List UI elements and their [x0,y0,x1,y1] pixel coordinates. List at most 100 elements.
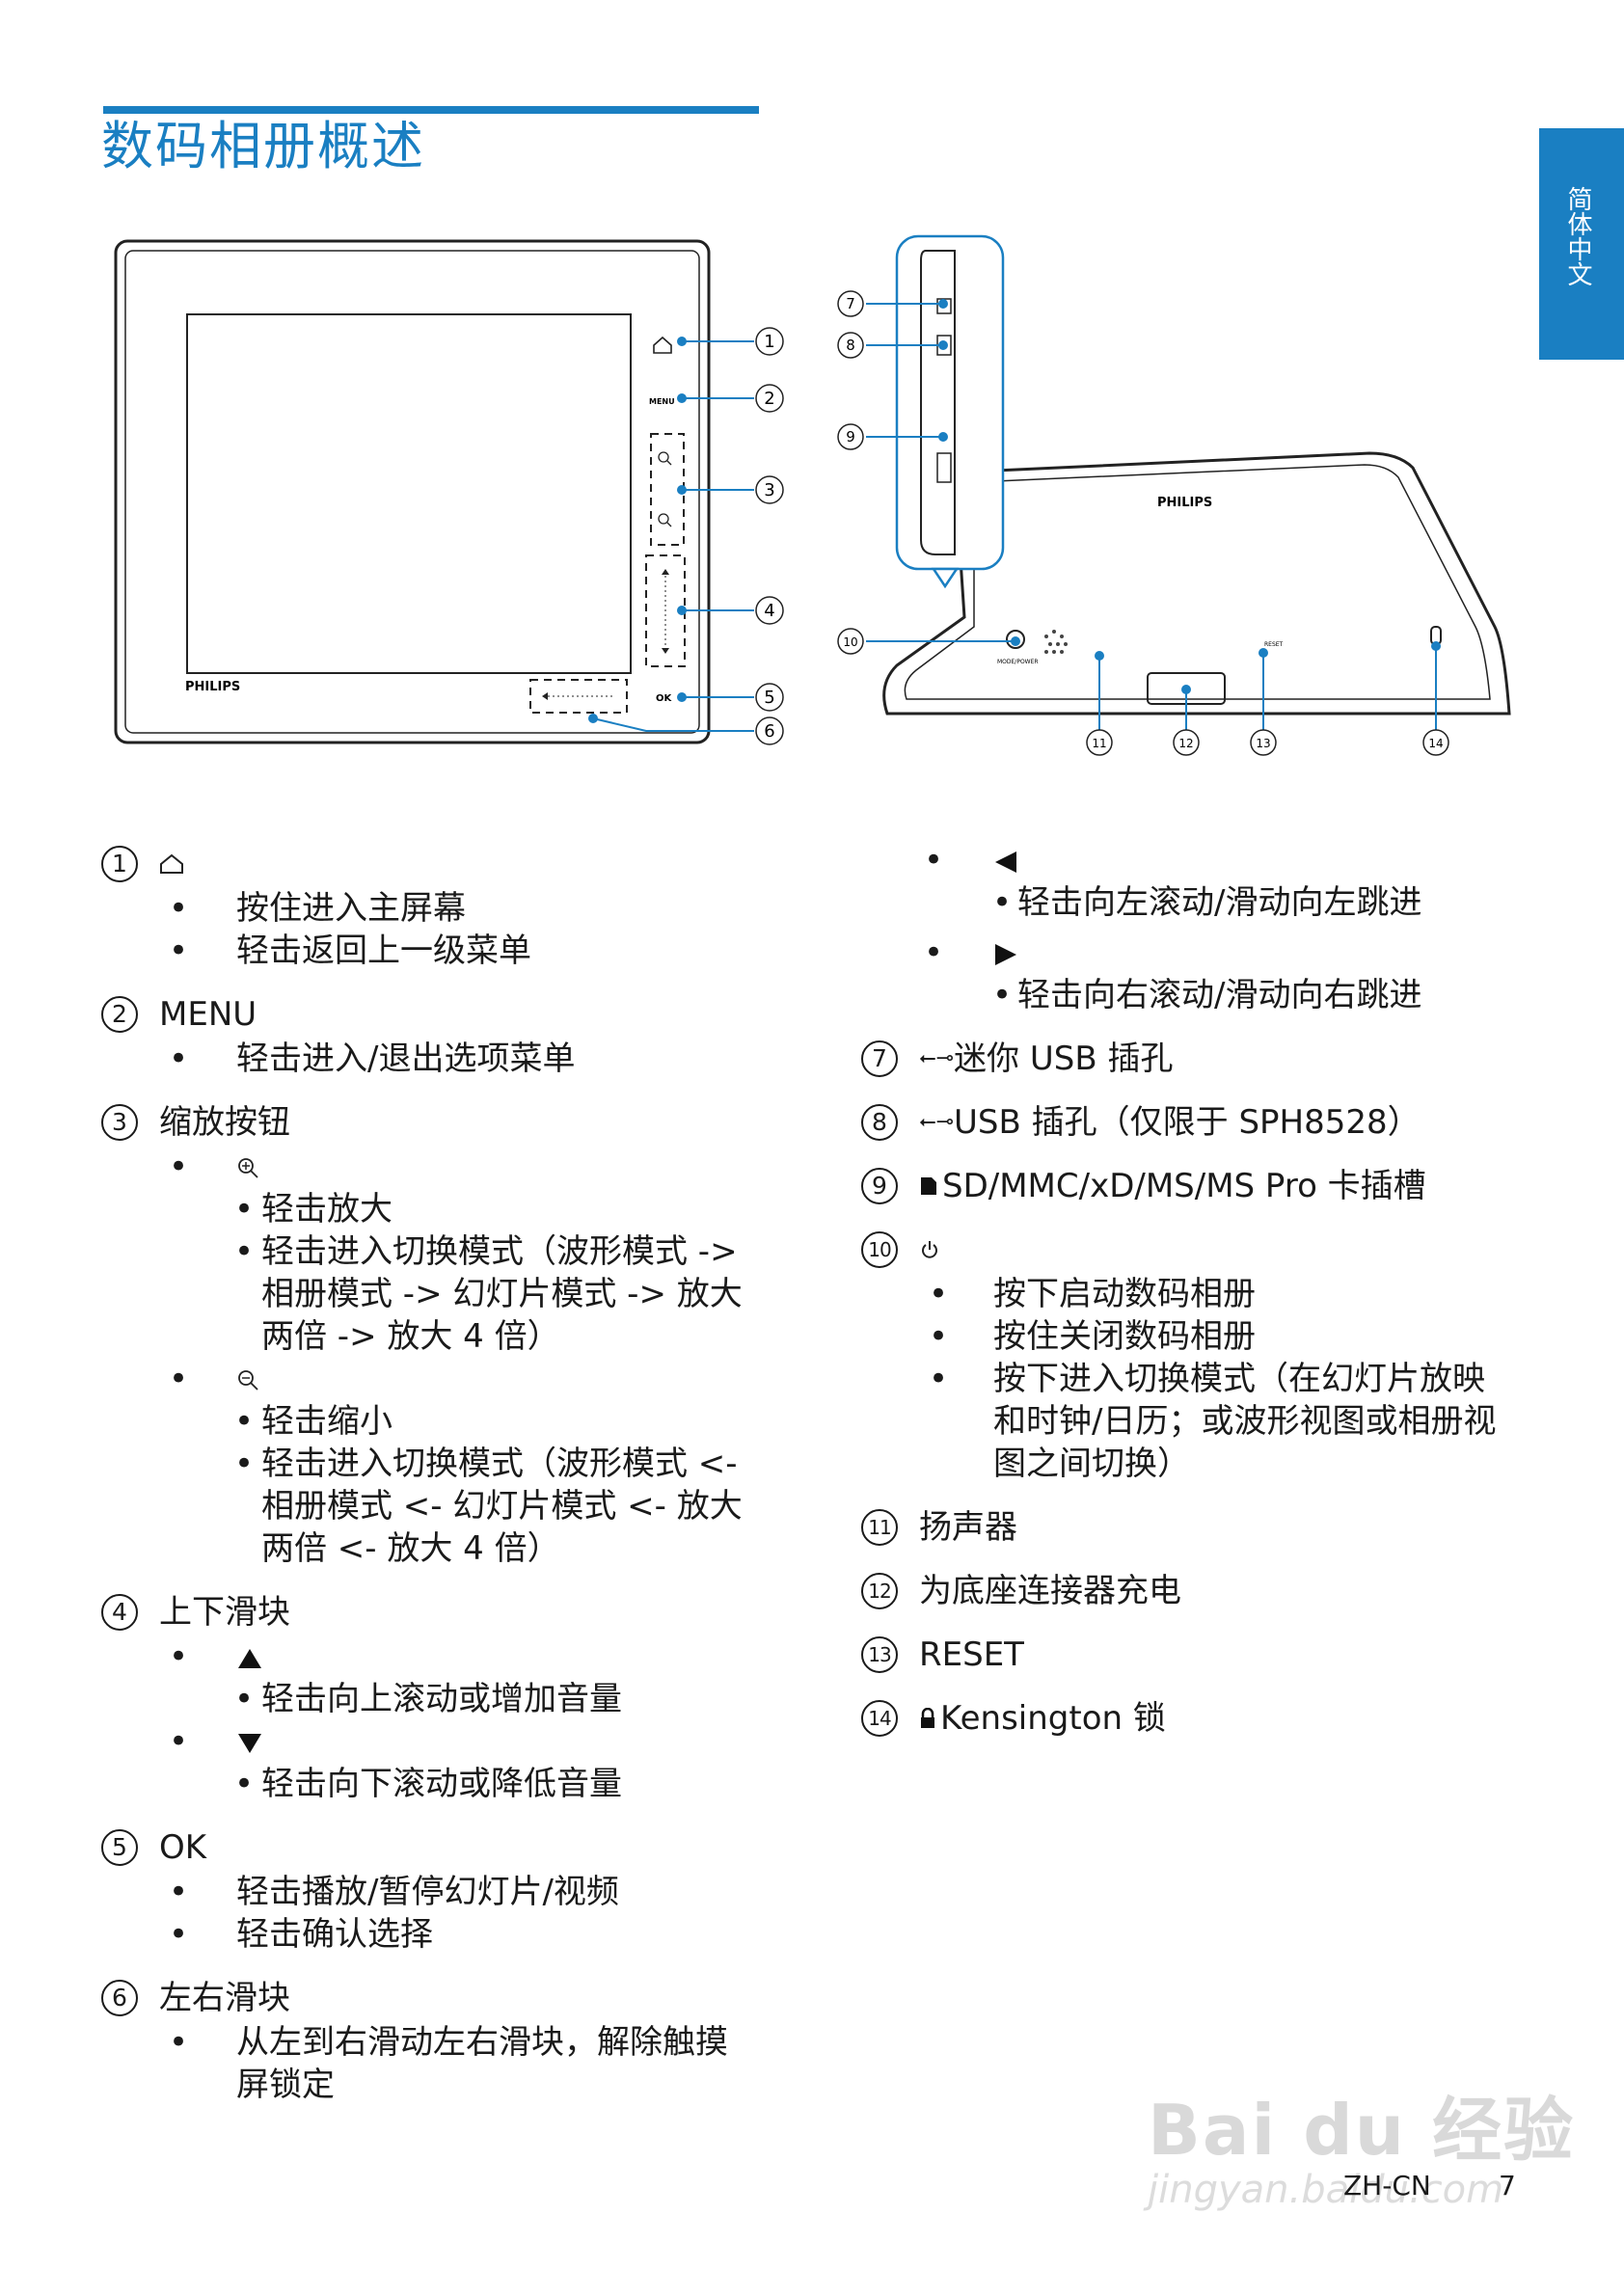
left-triangle-icon [995,851,1016,873]
zoom-in-icon [658,451,672,466]
list-item: 轻击播放/暂停幻灯片/视频 [101,1871,776,1913]
left-arrow-row [861,839,1536,881]
item-label: RESET [919,1635,1024,1674]
item-number: 6 [101,1980,138,2016]
callout-4: 4 [764,601,774,621]
home-icon [160,853,183,874]
item-11: 11 扬声器 [861,1504,1536,1551]
list-item: 屏锁定 [236,2066,335,2104]
list-item: 相册模式 <- 幻灯片模式 <- 放大 [261,1487,743,1526]
list-item: 相册模式 -> 幻灯片模式 -> 放大 [261,1275,743,1313]
zoom-out-row [101,1358,776,1400]
list-item: 轻击返回上一级菜单 [101,930,776,972]
callout-7: 7 [846,295,855,312]
item-8: 8 ⭠⊸ USB 插孔（仅限于 SPH8528） [861,1099,1536,1146]
left-column: 1 按住进入主屏幕 轻击返回上一级菜单 2 MENU 轻击进入/退出选项菜单 3… [101,841,776,2106]
right-arrow-row [861,932,1536,974]
list-item: 轻击进入/退出选项菜单 [101,1038,776,1080]
item-number: 13 [861,1636,898,1673]
watermark-url: jingyan.baidu.com [1148,2168,1504,2212]
list-item: 图之间切换） [993,1445,1190,1483]
up-triangle-icon [238,1648,261,1668]
zoom-in-icon [238,1157,258,1178]
title-rule [103,106,759,114]
list-item: 轻击向上滚动或增加音量 [101,1678,776,1720]
usb-icon: ⭠⊸ [919,1046,955,1070]
callout-2: 2 [764,389,774,409]
item-number: 11 [861,1509,898,1546]
back-brand: PHILIPS [1157,496,1212,510]
zoom-out-icon [658,513,672,527]
item-label: USB 插孔（仅限于 SPH8528） [954,1103,1421,1142]
callout-1: 1 [764,332,774,352]
right-triangle-icon [995,943,1016,965]
callout-8: 8 [846,337,855,354]
footer-language-code: ZH-CN [1343,2170,1431,2201]
item-label: 左右滑块 [159,1979,290,2017]
list-item: 轻击确认选择 [101,1913,776,1956]
item-label: 上下滑块 [159,1593,290,1632]
list-item: 轻击放大 [101,1188,776,1230]
list-item: 按下启动数码相册 [861,1273,1536,1315]
item-number: 2 [101,996,138,1033]
zoom-in-row [101,1146,776,1188]
lock-icon [921,1708,934,1728]
item-label: MENU [159,995,257,1034]
down-triangle-icon [238,1733,261,1753]
callout-9: 9 [846,428,855,446]
item-number: 12 [861,1573,898,1609]
item-number: 7 [861,1040,898,1077]
page-title: 数码相册概述 [101,116,425,176]
up-arrow-row [101,1635,776,1678]
list-item: 轻击向左滚动/滑动向左跳进 [861,881,1536,924]
callout-10: 10 [843,635,857,649]
list-item: 两倍 -> 放大 4 倍） [261,1317,560,1356]
language-tab-label: 简体中文 [1563,186,1592,286]
down-arrow-row [101,1720,776,1763]
list-item: 按住关闭数码相册 [861,1315,1536,1358]
list-item: 轻击向下滚动或降低音量 [101,1763,776,1805]
item-number: 9 [861,1168,898,1204]
item-number: 3 [101,1104,138,1141]
callout-13: 13 [1256,737,1270,750]
back-view-diagram: PHILIPS MODE/POWER RESET 7 8 9 10 11 12 … [837,234,1511,756]
home-button-icon [653,336,672,354]
item-14: 14 Kensington 锁 [861,1695,1536,1742]
item-5: 5 OK [101,1824,776,1871]
list-item: 轻击向右滚动/滑动向右跳进 [861,974,1536,1016]
page-number: 7 [1499,2170,1516,2201]
item-13: 13 RESET [861,1632,1536,1678]
item-label: 迷你 USB 插孔 [954,1040,1174,1078]
item-label: 缩放按钮 [159,1103,290,1142]
list-item: 按下进入切换模式（在幻灯片放映 [861,1358,1536,1400]
list-item: 按住进入主屏幕 [101,887,776,930]
usb-icon: ⭠⊸ [919,1110,955,1134]
right-column: 轻击向左滚动/滑动向左跳进 轻击向右滚动/滑动向右跳进 7 ⭠⊸ 迷你 USB … [861,839,1536,1742]
front-brand: PHILIPS [185,680,240,694]
item-number: 8 [861,1104,898,1141]
callout-11: 11 [1092,737,1106,750]
callout-6: 6 [764,721,774,742]
zoom-out-icon [238,1369,258,1391]
watermark-logo: Bai du 经验 [1148,2090,1576,2171]
item-9: 9 SD/MMC/xD/MS/MS Pro 卡插槽 [861,1163,1536,1209]
item-7: 7 ⭠⊸ 迷你 USB 插孔 [861,1036,1536,1082]
list-item: 和时钟/日历；或波形视图或相册视 [993,1402,1497,1441]
item-number: 10 [861,1231,898,1268]
item-label: SD/MMC/xD/MS/MS Pro 卡插槽 [942,1167,1426,1205]
reset-label: RESET [1264,641,1284,648]
item-4: 4 上下滑块 [101,1589,776,1635]
language-tab: 简体中文 [1539,128,1624,360]
list-item: 两倍 <- 放大 4 倍） [261,1529,560,1568]
item-12: 12 为底座连接器充电 [861,1568,1536,1614]
item-1: 1 [101,841,776,887]
callout-3: 3 [764,480,774,500]
item-label: 为底座连接器充电 [919,1572,1181,1610]
callout-14: 14 [1428,737,1443,750]
list-item: 轻击进入切换模式（波形模式 <- [101,1443,776,1485]
item-10: 10 [861,1227,1536,1273]
menu-button-label: MENU [649,397,675,406]
item-3: 3 缩放按钮 [101,1099,776,1146]
item-number: 14 [861,1700,898,1737]
list-item: 轻击缩小 [101,1400,776,1443]
